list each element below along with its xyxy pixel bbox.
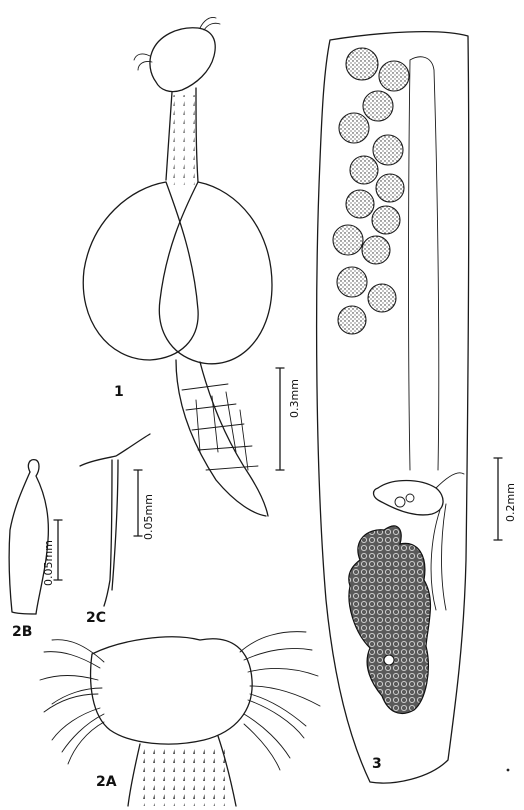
fig2c-hook-outline xyxy=(79,433,151,607)
fig3-eggs xyxy=(332,47,410,335)
fig2b-label: 2B xyxy=(12,624,32,640)
fig2b-scale-text: 0.05mm xyxy=(42,540,55,586)
fig3-gland-mass xyxy=(348,525,432,715)
fig3-body-outline xyxy=(315,31,470,784)
fig2c-scale-text: 0.05mm xyxy=(142,494,155,540)
fig3-scale-bar xyxy=(493,457,503,541)
fig1-label: 1 xyxy=(114,384,124,400)
fig1-scale-bar xyxy=(275,367,285,471)
fig2a-label: 2A xyxy=(96,774,117,790)
ink-speck xyxy=(506,768,510,772)
fig2c-label: 2C xyxy=(86,610,106,626)
fig1-left-lobe xyxy=(82,181,199,361)
figure-1-specimen: 1 0.3mm xyxy=(82,17,301,517)
fig3-scale-text: 0.2mm xyxy=(504,483,517,522)
fig2b-hook-outline xyxy=(27,458,50,615)
figure-2a-proboscis: 2A xyxy=(39,631,321,807)
fig3-inner-canal xyxy=(408,56,440,471)
fig2c-scale-bar xyxy=(133,469,143,537)
fig2b-scale-bar xyxy=(53,519,63,581)
fig1-scale-text: 0.3mm xyxy=(288,379,301,418)
figure-2b-hook: 0.05mm 2B xyxy=(8,458,63,640)
fig2a-head xyxy=(89,636,253,745)
figure-3-body: 3 0.2mm xyxy=(315,31,517,784)
fig3-duct xyxy=(372,479,444,516)
figure-2c-hook: 0.05mm 2C xyxy=(79,433,155,626)
fig1-right-lobe xyxy=(158,181,273,365)
fig1-head xyxy=(149,27,216,93)
fig3-label: 3 xyxy=(372,756,382,772)
fig1-tail xyxy=(175,359,269,517)
